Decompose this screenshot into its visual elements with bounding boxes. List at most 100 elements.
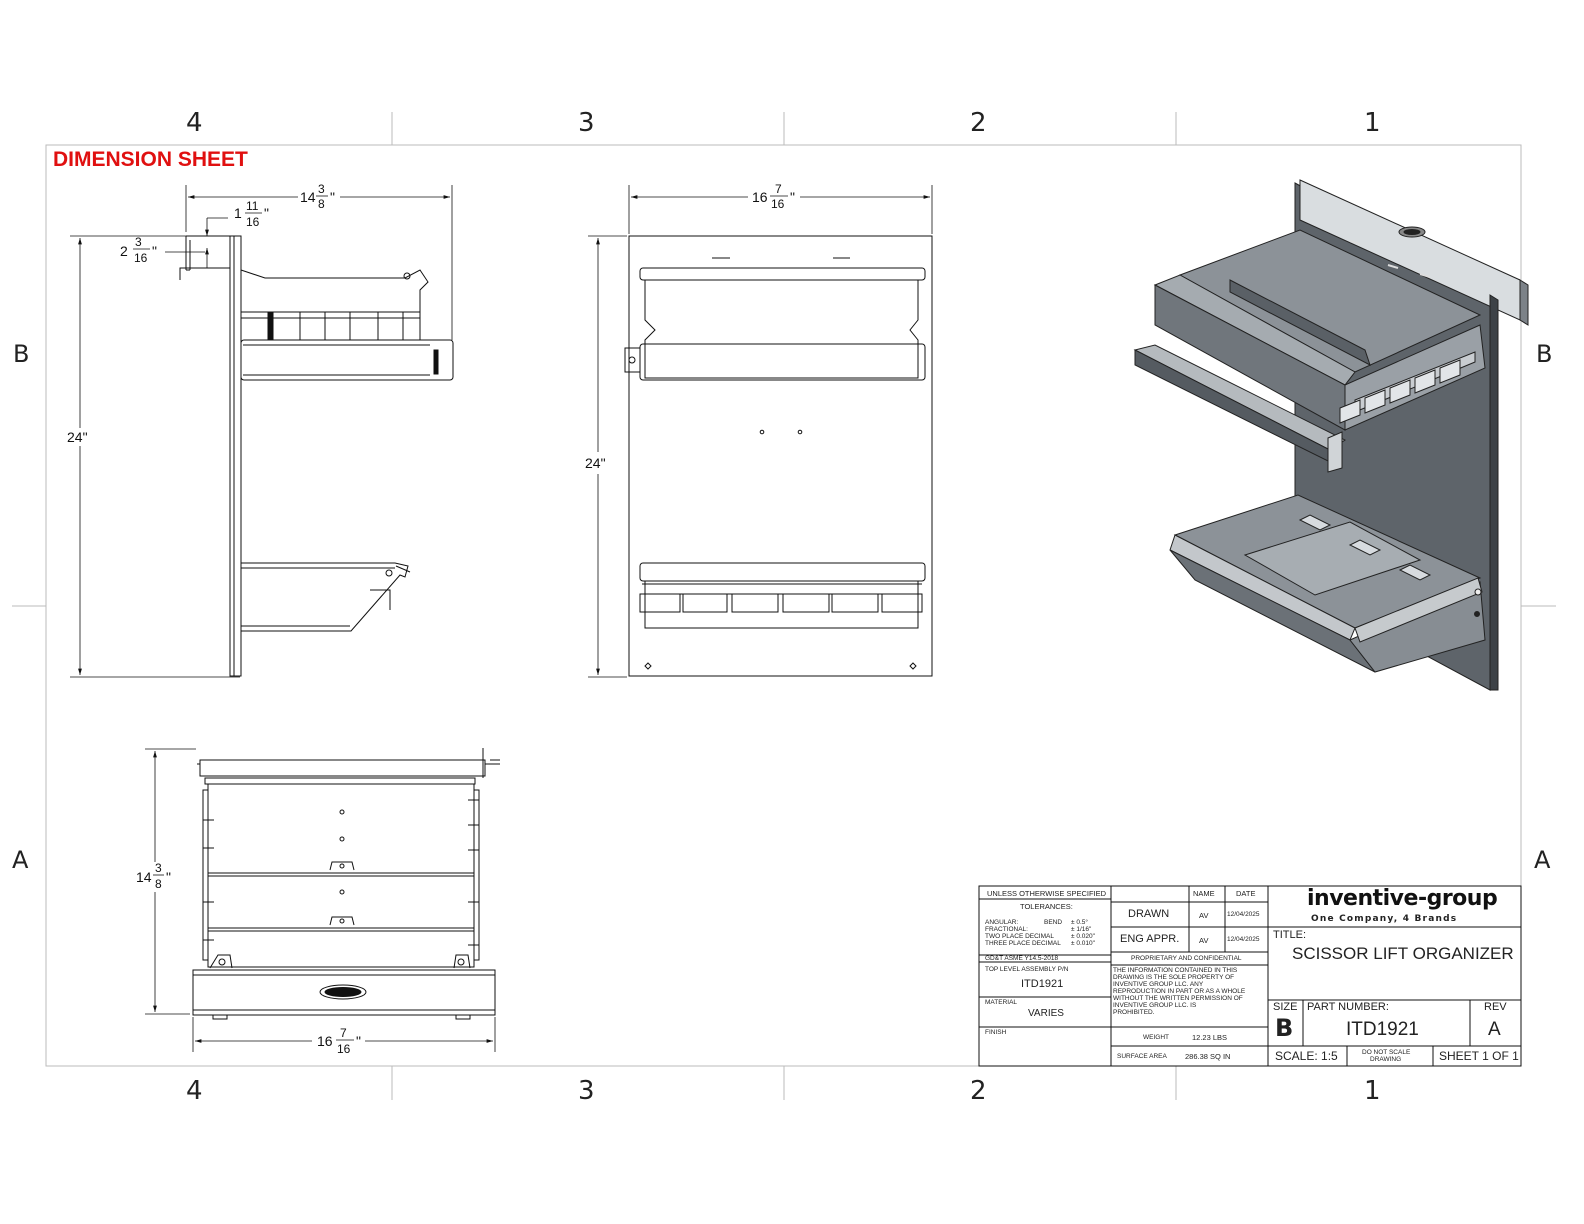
zone-row-b-right: B	[1536, 340, 1553, 368]
dim-top-width-den: 16	[337, 1042, 351, 1056]
dim-side-flange-whole: 2	[120, 243, 128, 259]
zone-col-4-top: 4	[186, 108, 203, 138]
dim-top-depth-whole: 14	[136, 869, 152, 885]
zone-col-4-bottom: 4	[186, 1076, 203, 1106]
tb-tol-fractional-value: ± 1/16"	[1071, 926, 1092, 933]
dim-top-width-inch: "	[356, 1033, 361, 1049]
sheet-title: DIMENSION SHEET	[53, 148, 248, 171]
tb-name-header: NAME	[1193, 889, 1215, 898]
tb-scale: SCALE: 1:5	[1275, 1049, 1338, 1063]
tb-drawn-date: 12/04/2025	[1227, 911, 1260, 918]
dim-side-lip-num: 11	[246, 199, 259, 213]
tb-proprietary-line: INVENTIVE GROUP LLC. IS	[1113, 1002, 1197, 1009]
tb-proprietary-line: REPRODUCTION IN PART OR AS A WHOLE	[1113, 988, 1246, 995]
tb-tol-angular-label: ANGULAR:	[985, 919, 1019, 926]
tb-tol-three-place-label: THREE PLACE DECIMAL	[985, 940, 1061, 947]
tb-tol-fractional-label: FRACTIONAL:	[985, 926, 1028, 933]
side-view-dimensions	[70, 185, 453, 678]
dim-side-flange-inch: "	[152, 243, 157, 259]
dim-front-width-den: 16	[771, 197, 785, 211]
tb-do-not-scale-1: DO NOT SCALE	[1362, 1049, 1411, 1056]
dim-side-flange-den: 16	[134, 251, 148, 265]
tb-proprietary-line: WITHOUT THE WRITTEN PERMISSION OF	[1113, 995, 1243, 1002]
dim-side-flange-num: 3	[135, 235, 142, 249]
part-number: ITD1921	[1346, 1019, 1419, 1040]
dim-front-width-num: 7	[775, 182, 782, 196]
tb-weight-label: WEIGHT	[1143, 1034, 1169, 1041]
dim-top-depth-inch: "	[166, 869, 171, 885]
tb-rev-label: REV	[1484, 1001, 1507, 1013]
tb-drawn-name: AV	[1199, 911, 1209, 920]
tb-material-value: VARIES	[1028, 1008, 1064, 1019]
tb-eng-date: 12/04/2025	[1227, 936, 1260, 943]
tb-weight-value: 12.23 LBS	[1192, 1033, 1228, 1042]
dim-side-depth-whole: 14	[300, 189, 316, 205]
dim-side-lip-inch: "	[264, 205, 269, 221]
drawing-title: SCISSOR LIFT ORGANIZER	[1292, 944, 1514, 963]
title-block	[978, 885, 1522, 1067]
tb-unless-otherwise: UNLESS OTHERWISE SPECIFIED	[987, 889, 1107, 898]
tb-proprietary-line: INVENTIVE GROUP LLC. ANY	[1113, 981, 1204, 988]
zone-row-a-left: A	[12, 846, 29, 874]
dim-front-width-inch: "	[790, 189, 795, 205]
tb-proprietary-line: PROHIBITED.	[1113, 1009, 1155, 1016]
dim-front-width-whole: 16	[752, 189, 768, 205]
tb-tolerances: TOLERANCES:	[1020, 902, 1073, 911]
side-view	[179, 235, 454, 677]
front-view-dimensions	[588, 185, 933, 678]
tb-surface-value: 286.38 SQ IN	[1185, 1052, 1231, 1061]
front-view	[624, 235, 933, 677]
dim-side-height: 24"	[67, 429, 88, 445]
dim-top-width-num: 7	[340, 1026, 347, 1040]
tb-top-level-value: ITD1921	[1021, 978, 1064, 990]
zone-col-2-bottom: 2	[970, 1076, 987, 1106]
dim-front-height: 24"	[585, 455, 606, 471]
tb-eng-name: AV	[1199, 936, 1209, 945]
tb-surface-label: SURFACE AREA	[1117, 1053, 1167, 1060]
dim-side-depth-inch: "	[330, 189, 335, 205]
zone-col-2-top: 2	[970, 108, 987, 138]
tb-proprietary-header: PROPRIETARY AND CONFIDENTIAL	[1131, 955, 1242, 962]
dim-top-width-whole: 16	[317, 1033, 333, 1049]
tb-material-label: MATERIAL	[985, 999, 1018, 1006]
tb-tol-three-place-value: ± 0.010"	[1071, 940, 1095, 947]
tb-tol-angular-value: ± 0.5°	[1071, 919, 1089, 926]
zone-col-1-bottom: 1	[1364, 1076, 1381, 1106]
tb-sheet: SHEET 1 OF 1	[1439, 1049, 1519, 1063]
zone-row-b-left: B	[13, 340, 30, 368]
zone-col-1-top: 1	[1364, 108, 1381, 138]
zone-col-3-top: 3	[578, 108, 595, 138]
tb-standard: GD&T ASME Y14.5-2018	[985, 955, 1059, 962]
company-logo-text: inventive-group	[1307, 886, 1498, 911]
tb-date-header: DATE	[1236, 889, 1256, 898]
top-view-dim-labels: 14 3 8 " 16 7 16 "	[136, 861, 361, 1056]
side-view-dim-labels: 14 3 8 " 1 11 16 " 2 3 16 " 24"	[67, 182, 335, 445]
isometric-view	[1133, 179, 1529, 691]
tb-rev-value: A	[1488, 1019, 1501, 1040]
zone-row-a-right: A	[1534, 846, 1551, 874]
dim-side-depth-num: 3	[318, 182, 325, 196]
tb-drawn-label: DRAWN	[1128, 908, 1170, 920]
dim-side-depth-den: 8	[318, 197, 325, 211]
tb-tol-two-place-value: ± 0.020"	[1071, 933, 1095, 940]
dim-top-depth-num: 3	[155, 861, 162, 875]
tb-size-value: B	[1275, 1014, 1294, 1042]
tb-tol-angular-sub: BEND	[1044, 919, 1063, 926]
company-logo-tagline: One Company, 4 Brands	[1311, 914, 1458, 924]
tb-proprietary-line: DRAWING IS THE SOLE PROPERTY OF	[1113, 974, 1235, 981]
top-view-dimensions	[145, 748, 496, 1052]
dim-top-depth-den: 8	[155, 877, 162, 891]
tb-eng-label: ENG APPR.	[1120, 933, 1180, 945]
front-view-dim-labels: 16 7 16 " 24"	[585, 182, 795, 471]
tb-tol-two-place-label: TWO PLACE DECIMAL	[985, 933, 1054, 940]
tb-finish-label: FINISH	[985, 1029, 1007, 1036]
tb-do-not-scale-2: DRAWING	[1370, 1056, 1402, 1063]
dim-side-lip-den: 16	[246, 215, 260, 229]
tb-size-label: SIZE	[1273, 1001, 1298, 1013]
tb-title-label: TITLE:	[1273, 929, 1307, 941]
top-view	[192, 748, 500, 1020]
tb-top-level-label: TOP LEVEL ASSEMBLY P/N	[985, 966, 1069, 973]
sheet-border	[12, 112, 1556, 1100]
dim-side-lip-whole: 1	[234, 205, 242, 221]
